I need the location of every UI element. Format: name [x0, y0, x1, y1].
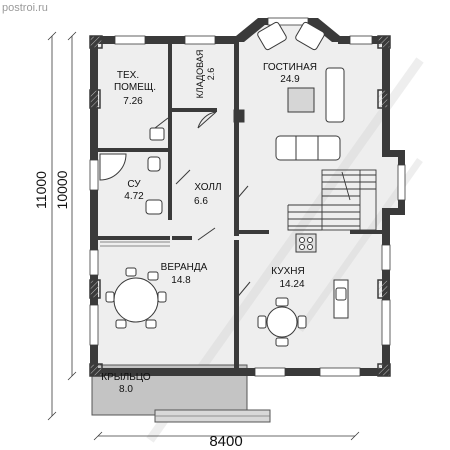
dimension-inner-height: 10000 — [54, 170, 70, 209]
room-area-porch: 8.0 — [119, 384, 133, 395]
sink — [145, 199, 163, 215]
room-name-pantry: КЛАДОВАЯ — [195, 50, 205, 99]
veranda-furniture — [100, 241, 170, 329]
room-name-bathroom: СУ — [127, 179, 141, 190]
room-name-kitchen: КУХНЯ — [271, 266, 304, 277]
room-area-tech: 7.26 — [123, 96, 143, 107]
fireplace — [233, 109, 245, 123]
toilet — [147, 156, 161, 172]
dining-table-kitchen — [266, 306, 298, 338]
room-name-porch: КРЫЛЬЦО — [101, 372, 151, 383]
room-area-kitchen: 14.24 — [279, 279, 304, 290]
kitchen-sink — [335, 287, 347, 301]
dimension-width: 8400 — [209, 433, 242, 450]
kitchen-fixtures — [257, 233, 349, 347]
staircase — [287, 169, 377, 231]
armchair-right — [295, 21, 325, 51]
living-furniture — [233, 21, 345, 161]
room-name-living: ГОСТИНАЯ — [263, 62, 317, 73]
corner-columns — [89, 35, 391, 377]
tech-sink — [149, 127, 165, 141]
dimension-overall-height: 11000 — [33, 171, 49, 209]
stove — [295, 233, 317, 253]
windows — [89, 17, 406, 377]
room-area-living: 24.9 — [280, 74, 300, 85]
coffee-table — [287, 87, 315, 113]
room-name-tech-1: ТЕХ. — [117, 70, 139, 81]
sofa-bottom — [275, 135, 341, 161]
room-area-veranda: 14.8 — [171, 275, 191, 286]
room-name-tech-2: ПОМЕЩ. — [114, 82, 156, 93]
dining-table-veranda — [113, 277, 159, 323]
doors — [154, 111, 251, 301]
room-name-hall: ХОЛЛ — [194, 182, 221, 193]
sofa-right — [325, 67, 345, 123]
bathroom-fixtures — [99, 127, 165, 215]
armchair-left — [257, 21, 287, 51]
room-name-veranda: ВЕРАНДА — [161, 262, 208, 273]
room-area-hall: 6.6 — [194, 196, 208, 207]
room-area-bathroom: 4.72 — [124, 191, 144, 202]
room-area-pantry: 2.6 — [206, 68, 216, 81]
watermark: postroi.ru — [2, 2, 48, 14]
dimension-lines — [47, 31, 360, 441]
